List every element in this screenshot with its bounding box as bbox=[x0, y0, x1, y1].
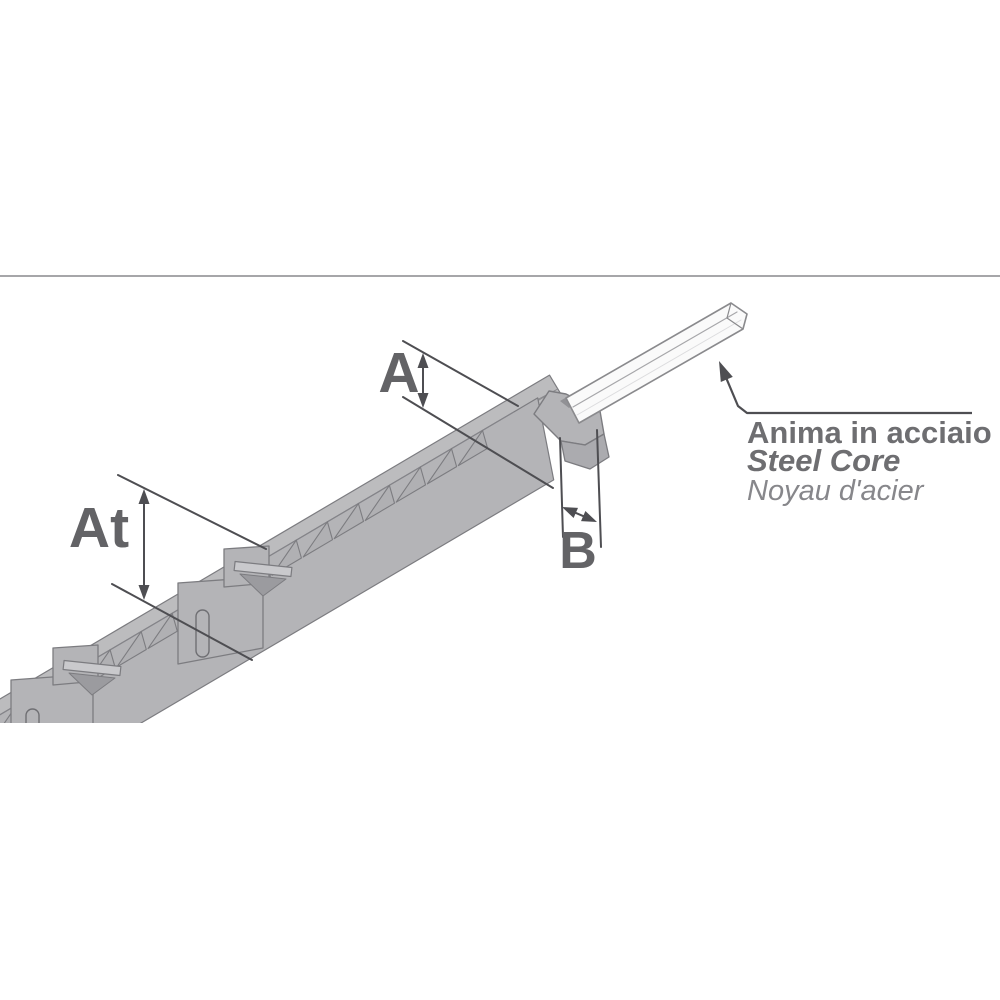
mount-slot-hole bbox=[25, 708, 40, 723]
steel-bar-endcap-edge bbox=[726, 302, 732, 319]
rack-tooth-profile bbox=[457, 429, 489, 467]
steel-bar-highlight bbox=[576, 319, 742, 416]
dim-at-arrow-arrowhead-icon bbox=[138, 585, 150, 600]
leader-arrow-icon bbox=[719, 361, 733, 382]
rack-tooth-profile bbox=[116, 631, 147, 668]
callout-title-french: Noyau d'acier bbox=[747, 475, 925, 507]
steel-core-callout: Anima in acciaio Steel Core Noyau d'acie… bbox=[747, 415, 992, 507]
mount-flange-bar bbox=[233, 560, 293, 578]
dim-at-arrow-arrowhead-icon bbox=[138, 489, 150, 504]
dim-at-extension-upper bbox=[117, 474, 267, 550]
rack-tooth-profile bbox=[302, 521, 334, 558]
mount-countersink-funnel bbox=[68, 672, 116, 696]
dim-a-arrow-arrowhead-icon bbox=[417, 393, 429, 408]
dimension-annotations bbox=[111, 340, 972, 661]
rack-tooth-profile bbox=[364, 484, 396, 522]
callout-leader-line bbox=[720, 367, 972, 415]
dimension-label-at: At bbox=[69, 496, 129, 560]
rack-base-band bbox=[0, 397, 555, 723]
dimension-labels: A At B bbox=[69, 341, 597, 580]
dim-b-arrow-arrowhead-icon bbox=[581, 511, 597, 522]
rack-tooth-profile bbox=[333, 502, 365, 540]
dim-at-extension-lower bbox=[111, 583, 253, 661]
mount-countersink-funnel bbox=[239, 573, 287, 597]
steel-bar-edge bbox=[572, 311, 738, 408]
rack-tooth-profile bbox=[426, 448, 458, 485]
top-border-line bbox=[0, 275, 1000, 277]
callout-title-italian: Anima in acciaio bbox=[747, 415, 992, 450]
gear-rack bbox=[0, 374, 610, 723]
steel-bar-endcap-edge bbox=[726, 317, 744, 330]
mount-bracket-plate bbox=[177, 576, 264, 665]
dim-a-extension-lower bbox=[402, 396, 554, 489]
rack-tooth-profile bbox=[395, 466, 427, 503]
dim-b-extension-right bbox=[596, 429, 602, 548]
rack-tooth-profile bbox=[147, 612, 178, 650]
dimension-label-b: B bbox=[559, 522, 597, 580]
dim-a-extension-upper bbox=[402, 340, 519, 407]
dimension-label-a: A bbox=[378, 341, 419, 405]
dim-a-arrow-arrowhead-icon bbox=[417, 353, 429, 368]
callout-title-english: Steel Core bbox=[747, 443, 900, 478]
dim-b-arrow-arrowhead-icon bbox=[562, 507, 578, 518]
mount-bracket-plate bbox=[10, 673, 94, 723]
mount-flange-bar bbox=[62, 659, 122, 677]
steel-core-bar bbox=[565, 302, 748, 424]
dim-b-extension-left bbox=[559, 437, 564, 538]
